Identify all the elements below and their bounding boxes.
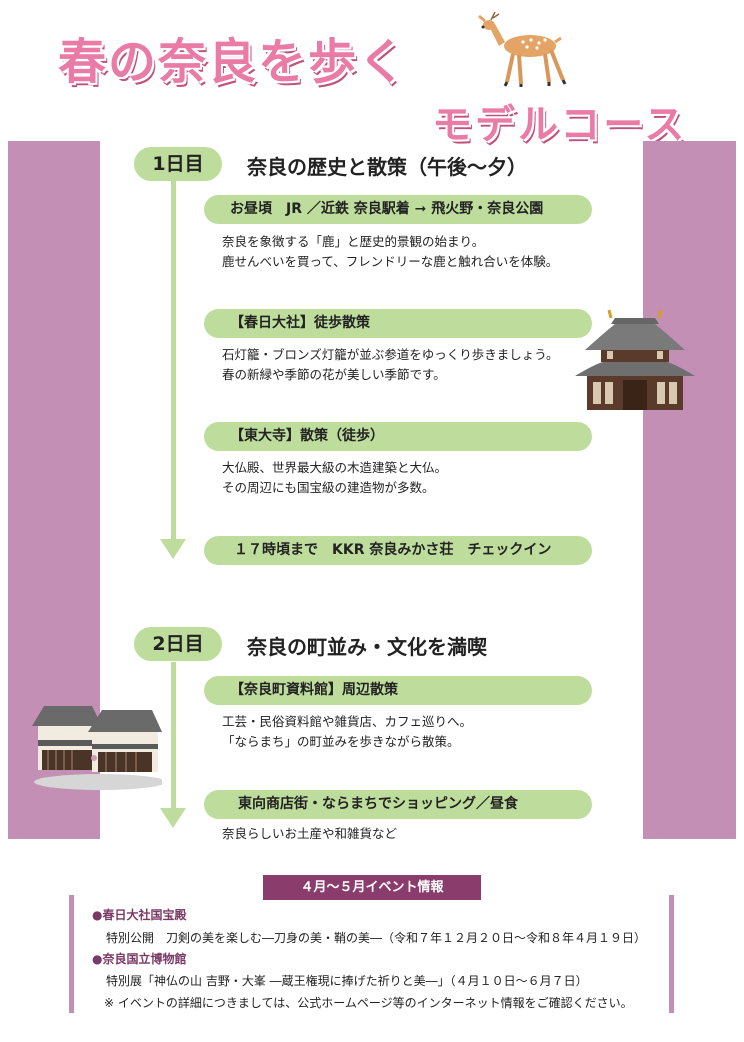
temple-illustration: [575, 309, 695, 410]
venue-kasuga-detail: 特別公開 刀剣の美を楽しむ―刀身の美・鞘の美―（令和７年１２月２０日～令和８年４…: [106, 931, 647, 945]
day2-title: 奈良の町並み・文化を満喫: [247, 635, 487, 659]
right-decor-band: [643, 141, 736, 839]
day2-stop2-heading: 東向商店街・ならまちでショッピング／昼食: [204, 790, 592, 819]
day2-badge: 2日目: [134, 627, 222, 661]
day1-stop3-heading: 【東大寺】散策（徒歩）: [204, 422, 592, 451]
desc-line: 鹿せんべいを買って、フレンドリーな鹿と触れ合いを体験。: [222, 254, 559, 269]
page-title: 春の奈良を歩く: [58, 34, 409, 90]
townhouse-illustration: [32, 706, 162, 790]
day2-timeline: [171, 662, 176, 808]
deer-icon: [478, 11, 567, 87]
day2-stop1-desc: 工芸・民俗資料館や雑貨店、カフェ巡りへ。 「ならまち」の町並みを歩きながら散策。: [222, 712, 472, 752]
event-note: ※ イベントの詳細につきましては、公式ホームページ等のインターネット情報をご確認…: [104, 996, 633, 1010]
day1-stop2-heading: 【春日大社】徒歩散策: [204, 309, 592, 338]
desc-line: その周辺にも国宝級の建造物が多数。: [222, 480, 435, 495]
venue-kasuga-name: ●春日大社国宝殿: [92, 908, 187, 922]
desc-line: 春の新緑や季節の花が美しい季節です。: [222, 367, 446, 382]
day2-arrow-icon: [160, 808, 186, 828]
event-info-header: ４月～５月イベント情報: [263, 875, 481, 900]
desc-line: 奈良を象徴する「鹿」と歴史的景観の始まり。: [222, 234, 485, 249]
event-info-frame: [69, 895, 674, 1013]
desc-line: 「ならまち」の町並みを歩きながら散策。: [222, 734, 460, 749]
day1-stop1-desc: 奈良を象徴する「鹿」と歴史的景観の始まり。 鹿せんべいを買って、フレンドリーな鹿…: [222, 232, 558, 272]
day1-badge: 1日目: [134, 147, 222, 181]
venue-nara-museum-name: ●奈良国立博物館: [92, 952, 187, 966]
desc-line: 石灯籠・ブロンズ灯籠が並ぶ参道をゆっくり歩きましょう。: [222, 347, 559, 362]
venue-nara-museum-detail: 特別展「神仏の山 吉野・大峯 ―蔵王権現に捧げた祈りと美―」（４月１０日～６月７…: [106, 974, 588, 988]
day1-stop4-heading: １７時頃まで KKR 奈良みかさ荘 チェックイン: [204, 536, 592, 565]
day1-stop2-desc: 石灯籠・ブロンズ灯籠が並ぶ参道をゆっくり歩きましょう。 春の新緑や季節の花が美し…: [222, 345, 559, 385]
page-subtitle: モデルコース: [432, 102, 688, 148]
day2-stop2-desc: 奈良らしいお土産や和雑貨など: [222, 824, 397, 844]
desc-line: 工芸・民俗資料館や雑貨店、カフェ巡りへ。: [222, 714, 473, 729]
day2-stop1-heading: 【奈良町資料館】周辺散策: [204, 676, 592, 705]
day1-stop1-heading: お昼頃 JR ／近鉄 奈良駅着 ➞ 飛火野・奈良公園: [204, 195, 592, 224]
desc-line: 大仏殿、世界最大級の木造建築と大仏。: [222, 460, 448, 475]
day1-title: 奈良の歴史と散策（午後～夕）: [247, 155, 527, 179]
day1-timeline: [171, 181, 176, 539]
day1-stop3-desc: 大仏殿、世界最大級の木造建築と大仏。 その周辺にも国宝級の建造物が多数。: [222, 458, 447, 498]
desc-line: 奈良らしいお土産や和雑貨など: [222, 826, 398, 841]
day1-arrow-icon: [160, 539, 186, 559]
